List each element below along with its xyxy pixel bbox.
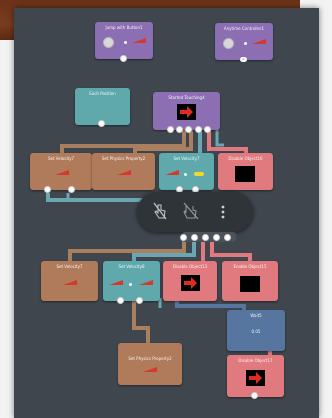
object-thumbnail <box>240 276 260 292</box>
velocity-wedge-icon <box>109 280 123 285</box>
output-port[interactable] <box>180 234 187 241</box>
connector-dot <box>184 173 187 176</box>
node-set-velocity[interactable]: Set Velocity8 <box>103 261 160 301</box>
output-port[interactable] <box>251 392 258 399</box>
velocity-wedge-icon <box>143 367 157 372</box>
connector-dot <box>129 283 132 286</box>
output-port[interactable] <box>191 234 198 241</box>
output-port[interactable] <box>120 55 127 62</box>
node-title: Anytime Controller1 <box>215 26 273 31</box>
arrow-right-icon <box>181 275 200 291</box>
velocity-wedge-icon <box>139 280 153 285</box>
output-port[interactable] <box>204 126 211 133</box>
velocity-wedge-icon <box>117 170 131 175</box>
node-set-physics-property[interactable]: Set Physics Property2 <box>118 343 182 385</box>
node-title: Disable Object17 <box>227 358 284 363</box>
node-disable-object[interactable]: Disable Object13 <box>163 261 217 301</box>
loop-badge: ∞ <box>240 57 247 62</box>
node-title: Enable Object15 <box>222 264 278 269</box>
node-title: Set Velocity7 <box>41 264 98 269</box>
node-anytime-controller[interactable]: Anytime Controller1 ∞ <box>215 23 273 60</box>
port-strip <box>182 232 236 242</box>
velocity-wedge-icon <box>252 39 266 44</box>
value-bar-icon <box>194 172 204 176</box>
node-title: Set Velocity7 <box>30 156 92 161</box>
output-port[interactable] <box>195 126 202 133</box>
node-title: Wait5 <box>227 313 285 318</box>
velocity-wedge-icon <box>165 170 179 175</box>
output-port[interactable] <box>202 234 209 241</box>
velocity-wedge-icon <box>132 38 146 43</box>
output-port[interactable] <box>44 186 51 193</box>
output-port[interactable] <box>185 126 192 133</box>
node-title: Set Physics Property2 <box>118 356 182 361</box>
object-thumbnail <box>235 166 255 182</box>
output-port[interactable] <box>176 126 183 133</box>
arrow-right-icon <box>246 370 265 386</box>
node-enable-object[interactable]: Enable Object15 <box>222 261 278 301</box>
connector-dot <box>244 42 247 45</box>
node-title: Disable Object16 <box>218 156 273 161</box>
arrow-right-icon <box>177 104 196 120</box>
output-port[interactable] <box>117 297 124 304</box>
floating-toolbar <box>137 192 253 232</box>
output-port[interactable] <box>68 186 75 193</box>
velocity-wedge-icon <box>55 170 69 175</box>
output-port[interactable] <box>136 297 143 304</box>
node-set-velocity[interactable]: Set Velocity7 <box>159 153 214 190</box>
node-disable-object[interactable]: Disable Object17 <box>227 355 284 397</box>
connector-dot <box>124 41 127 44</box>
touch-off-icon[interactable] <box>153 202 167 224</box>
node-title: Set Velocity7 <box>159 156 214 161</box>
node-graph-canvas[interactable]: Jump with Button1 Anytime Controller1 ∞ … <box>14 8 319 418</box>
output-port[interactable] <box>98 120 105 127</box>
output-port[interactable] <box>224 234 231 241</box>
node-title: Disable Object13 <box>163 264 217 269</box>
output-port[interactable] <box>167 126 174 133</box>
node-each-position[interactable]: Each Position <box>75 88 130 125</box>
node-title: Set Physics Property2 <box>92 156 155 161</box>
pinch-off-icon[interactable] <box>183 202 199 224</box>
node-set-velocity[interactable]: Set Velocity7 <box>30 153 92 190</box>
node-title: Set Velocity8 <box>103 264 160 269</box>
node-title: Each Position <box>75 91 130 96</box>
node-set-velocity[interactable]: Set Velocity7 <box>41 261 98 301</box>
velocity-wedge-icon <box>63 280 77 285</box>
more-vert-icon[interactable] <box>221 204 225 223</box>
node-title: Started Touching4 <box>153 95 220 100</box>
node-disable-object[interactable]: Disable Object16 <box>218 153 273 190</box>
output-port[interactable] <box>213 234 220 241</box>
node-started-touching[interactable]: Started Touching4 <box>153 92 220 130</box>
node-wait[interactable]: Wait5 0.05 <box>227 310 285 351</box>
button-icon <box>103 37 114 48</box>
node-jump-with-button[interactable]: Jump with Button1 <box>95 22 153 59</box>
node-title: Jump with Button1 <box>95 25 153 30</box>
wait-duration: 0.05 <box>227 329 285 334</box>
node-set-physics-property[interactable]: Set Physics Property2 <box>92 153 155 190</box>
joystick-icon <box>223 38 234 49</box>
